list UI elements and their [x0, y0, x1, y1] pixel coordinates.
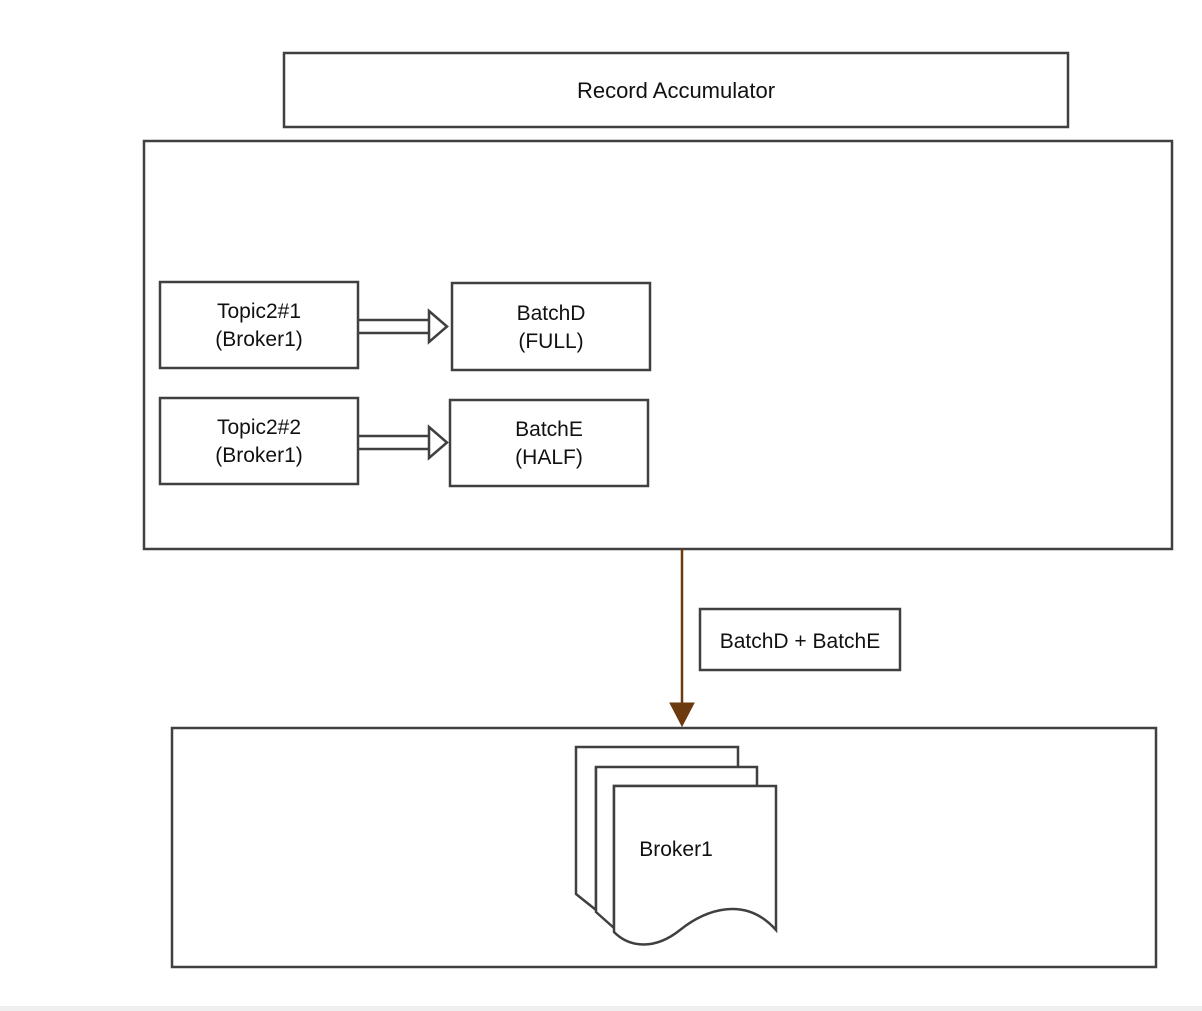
send-edge	[669, 549, 695, 728]
edge-label: BatchD + BatchE	[720, 630, 881, 653]
batch-label-line2: (HALF)	[515, 446, 583, 469]
partition-label-line1: Topic2#1	[217, 300, 301, 323]
title-label: Record Accumulator	[577, 78, 775, 103]
footer-strip	[0, 1006, 1202, 1011]
double-arrow	[358, 424, 449, 461]
broker-label: Broker1	[639, 838, 713, 861]
double-arrow	[358, 308, 449, 345]
multi-document-icon: Broker1	[574, 745, 778, 946]
batch-box: BatchE (HALF)	[448, 398, 650, 488]
partition-label-line2: (Broker1)	[215, 328, 303, 351]
batch-label-line1: BatchE	[515, 418, 583, 441]
partition-box: Topic2#1 (Broker1)	[158, 280, 360, 370]
edge-label-box: BatchD + BatchE	[698, 607, 902, 672]
partition-label-line2: (Broker1)	[215, 444, 303, 467]
partition-box: Topic2#2 (Broker1)	[158, 396, 360, 486]
batch-box: BatchD (FULL)	[450, 281, 652, 372]
batch-label-line1: BatchD	[517, 302, 586, 325]
partition-label-line1: Topic2#2	[217, 416, 301, 439]
title-box: Record Accumulator	[282, 51, 1070, 129]
batch-label-line2: (FULL)	[518, 330, 583, 353]
